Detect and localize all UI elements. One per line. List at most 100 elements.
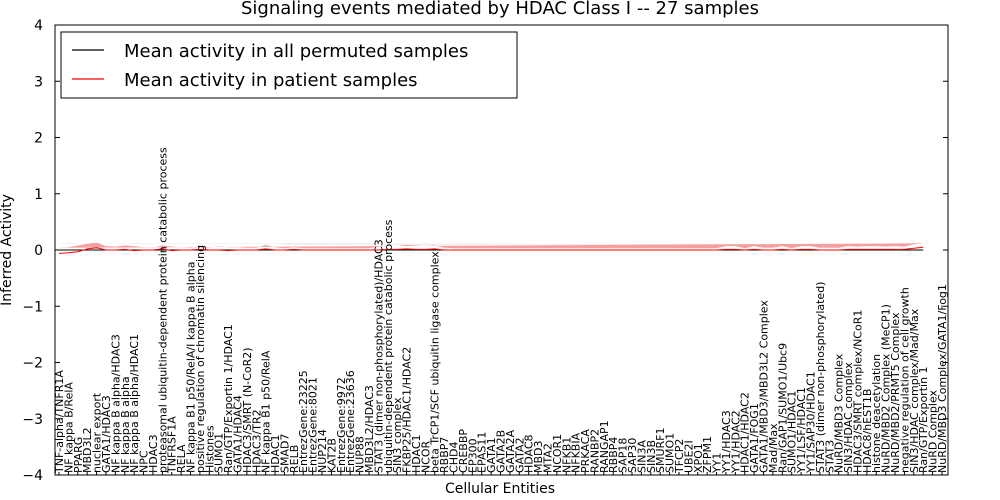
x-tick-label: HDAC3 [147,434,160,473]
x-tick-label: YY1/HDAC2 [729,410,742,474]
y-tick-label: −2 [22,356,43,372]
x-tick-label: NCOR1 [551,434,564,473]
x-tick-label: HDAC8 [523,434,536,473]
x-tick-label: Mad/Max [767,423,780,473]
x-tick-label: EntrezGene:23636 [344,370,357,473]
x-tick-label: NF kappa B alpha/HDAC1 [128,334,141,473]
x-tick-label: XPO1 [692,443,705,473]
x-tick-label: KAT2B [325,438,338,473]
x-tick-label: negative regulation of cell growth [898,287,911,473]
x-tick-label: NCOR [419,440,432,473]
legend-box [60,31,518,99]
x-tick-label: histone deacetylation [870,354,883,473]
x-tick-label: GATA1/MBD3/MBD3L2 Complex [758,300,771,473]
x-tick-label: RELA [175,444,188,473]
x-tick-label: HDAC1 [410,434,423,473]
plot-frame [54,24,949,476]
chart-title: Signaling events mediated by HDAC Class … [241,0,759,19]
x-tick-label: STAT3 (dimer non-phosphorylated) [814,282,827,474]
x-tick-label: GATA2A [504,429,517,473]
y-tick-label: −3 [22,412,43,428]
x-tick-label: MTA2 [542,443,555,473]
y-tick-label: −4 [22,468,43,484]
x-tick-label: EP300 [466,438,479,473]
x-tick-label: PRKACA [579,429,592,473]
x-tick-label: ZFPM1 [701,436,714,473]
x-tick-label: ubiquitin-dependent protein catabolic pr… [382,219,395,473]
x-tick-label: GATA1/FOG1 [748,403,761,473]
x-tick-label: RELB [288,445,301,473]
x-tick-label: SMAD7 [278,433,291,472]
x-tick-label: GATA2B [495,430,508,473]
x-tick-label: NFKBIA [570,432,583,473]
x-tick-label: YY1 [711,453,724,474]
band-series-1 [59,242,924,249]
x-tick-label: CHD4 [448,442,461,473]
x-tick-label: SUMO1/HDAC1 [786,391,799,473]
x-tick-label: TFCP2 [673,439,686,474]
line-series-1 [58,246,924,254]
x-tick-label: YY1/HDAC3 [720,410,733,474]
x-axis-label: Cellular Entities [445,481,555,497]
x-tick-label: NuRD Complex [927,389,940,473]
y-tick-label: 4 [34,18,43,34]
x-tick-label: RBBP7 [438,437,451,473]
x-tick-label: GATA1/HDAC3 [100,395,113,473]
x-tick-label: HDAC3/SMRT complex/NCoR1 [852,310,865,473]
x-tick-label: EntrezGene:8021 [307,377,320,473]
x-tick-label: MBD3 [532,441,545,474]
x-tick-label: SAP30 [626,438,639,473]
legend-label-permuted: Mean activity in all permuted samples [124,41,468,62]
series-lines [58,246,924,254]
legend: Mean activity in all permuted samples Me… [60,31,518,99]
x-tick-label: SMURF1 [654,428,667,474]
x-tick-label: SUMO1 [213,433,226,473]
x-tick-label: NuRD/MBD2 Complex (MeCP1) [880,304,893,473]
x-tick-label: NuRD/MBD2/PRMT5 Complex [889,312,902,473]
x-tick-label: SIN3 complex [391,397,404,473]
x-tick-label: EPAS11 [476,432,489,473]
x-tick-label: NuRD/MBD3 Complex/GATA1/Fog1 [936,284,949,473]
x-tick-label: MBD3L2/HDAC3 [363,385,376,473]
y-tick-label: 3 [34,74,43,90]
x-tick-label: FKBP25/HDAC1/HDAC2 [401,347,414,473]
x-tick-label: Ran/GTP/Exportin 1/HDAC1 [222,324,235,473]
x-tick-label: NF kappa B1 p50/RelA/I kappa B alpha [185,261,198,473]
x-tick-label: NUP214 [316,429,329,473]
y-tick-label: −1 [22,299,43,315]
x-tick-label: YY1/SAP30/HDAC1 [805,371,818,474]
x-tick-label: STAT3 (dimer non-phosphorylated)/HDAC3 [372,239,385,473]
x-tick-label: SIN3A [635,440,648,473]
x-tick-label: RANGAP1 [598,420,611,473]
x-tick-label: HDAC1/HDAC2 [739,392,752,473]
x-tick-label: UBE2I [682,440,695,473]
x-tick-label: NPC [138,450,151,473]
x-tick-label: TNF-alpha/TNFR1A [53,370,66,474]
x-tick-label: Ran/GAP1/SUMO1/Ubc9 [776,343,789,473]
x-tick-label: HDAC3/SMRT (N-CoR2) [241,347,254,473]
y-tick-label: 2 [34,131,43,147]
x-tick-label: EntrezGene:23225 [297,370,310,473]
x-tick-label: SIN3/HDAC complex/Mad/Max [908,308,921,473]
confidence-bands [59,242,924,249]
x-tick-label: YY1/LSF/HDAC1 [795,387,808,474]
x-tick-label: beta TrCP1/SCF ubiquitin ligase complex [429,251,442,473]
x-tick-label: RANBP2 [588,429,601,473]
x-tick-label: NF kappa B1 p50/RelA [260,350,273,473]
x-tick-label: SAP18 [617,438,630,473]
x-tick-label: GATA1 [485,437,498,473]
x-tick-label: Histones [203,425,216,473]
x-tick-label: GATA1/HDAC4 [232,395,245,473]
y-axis-label: Inferred Activity [0,194,15,306]
x-tick-label: NFKB1 [560,437,573,473]
x-tick-label: HDAC8/hEST1B [861,389,874,473]
legend-label-patient: Mean activity in patient samples [124,70,418,91]
x-tick-label: NF kappa B/RelA [62,382,75,473]
x-tick-label: EntrezGene:9972 [335,377,348,473]
x-tick-label: STAT3 [823,440,836,473]
y-tick-label: 1 [34,187,43,203]
x-tick-label: SIN3/HDAC complex [842,362,855,473]
x-tick-label: positive regulation of chromatin silenci… [194,245,207,473]
